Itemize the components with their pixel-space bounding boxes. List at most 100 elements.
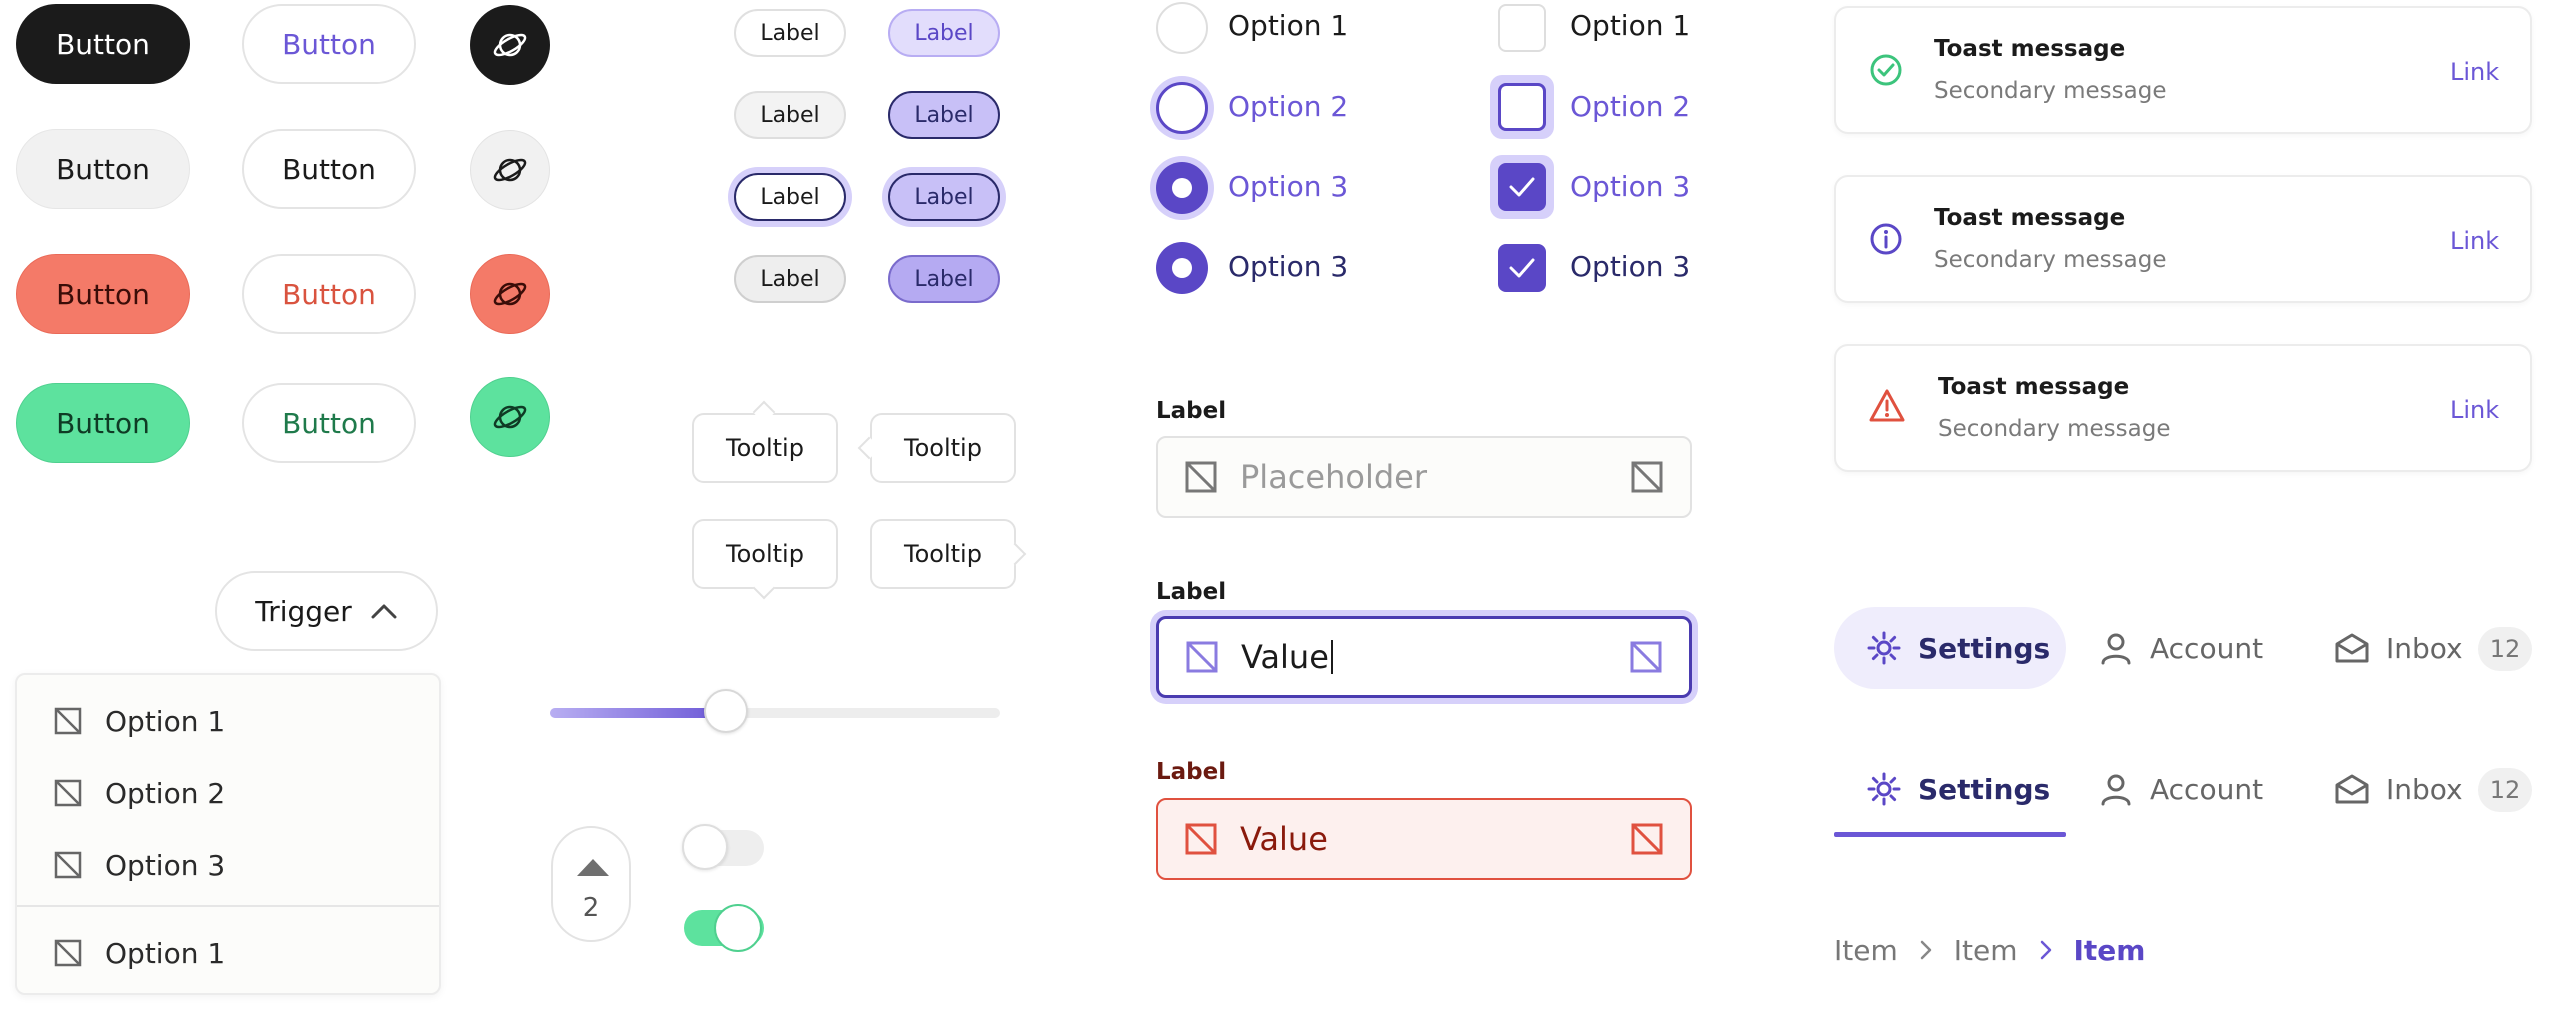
nav-pill-inbox[interactable]: Inbox 12 [2330,607,2536,689]
icon-button-light[interactable] [470,130,550,210]
toggle-knob [682,824,728,870]
breadcrumb-item[interactable]: Item [1953,933,2018,967]
field-value: Value [1241,638,1329,676]
breadcrumb: Item Item Item [1834,930,2145,970]
tab-inbox[interactable]: Inbox 12 [2330,748,2536,838]
chevron-right-icon [2040,940,2051,960]
slider-thumb[interactable] [703,689,748,733]
chip-hover[interactable]: Label [734,91,846,139]
chip-label: Label [760,266,820,292]
field-placeholder: Placeholder [1240,458,1427,496]
primary-dark-button[interactable]: Button [16,4,190,84]
toast-subtitle: Secondary message [1934,247,2167,273]
checkbox-focused[interactable] [1490,75,1554,139]
placeholder-icon [1185,461,1217,493]
chip-pressed[interactable]: Label [734,255,846,303]
info-circle-icon [1870,223,1902,255]
number-stepper[interactable]: 2 [551,826,631,942]
tooltip-text: Tooltip [904,434,982,462]
outline-success-button[interactable]: Button [242,383,416,463]
nav-pill-account[interactable]: Account [2094,607,2294,689]
check-icon [1509,177,1535,197]
placeholder-icon [54,779,82,807]
chip-label: Label [914,266,974,292]
active-tab-indicator [1834,832,2066,837]
slider[interactable] [550,689,1000,733]
tooltip-arrow-bottom: Tooltip [692,519,838,600]
count-badge: 12 [2478,768,2532,812]
outline-accent-button[interactable]: Button [242,4,416,84]
tab-settings[interactable]: Settings [1834,748,2066,838]
toggle-off[interactable] [682,824,764,870]
toast-warning: Toast message Secondary message Link [1834,344,2532,472]
success-button[interactable]: Button [16,383,190,463]
checkbox-label: Option 2 [1570,90,1691,123]
icon-button-success[interactable] [470,377,550,457]
caret-up-icon[interactable] [575,856,611,878]
chip-label: Label [760,184,820,210]
icon-button-danger[interactable] [470,254,550,334]
text-field-default[interactable]: Placeholder [1156,436,1692,518]
warning-triangle-icon [1869,389,1905,422]
icon-button-dark[interactable] [470,5,550,85]
radio-unchecked[interactable] [1156,2,1208,54]
toast-link[interactable]: Link [2450,396,2500,424]
toast-title: Toast message [1934,205,2126,231]
button-label: Button [282,277,376,311]
checkbox-unchecked[interactable] [1498,4,1546,52]
breadcrumb-item-current: Item [2073,933,2146,967]
toast-title: Toast message [1934,36,2126,62]
radio-label: Option 2 [1228,90,1349,123]
radio-focused[interactable] [1150,76,1214,140]
toast-link[interactable]: Link [2450,227,2500,255]
placeholder-icon [1631,461,1663,493]
checkbox-checked[interactable] [1498,244,1546,292]
toast-subtitle: Secondary message [1934,78,2167,104]
menu-divider [17,905,439,907]
nav-pill-settings[interactable]: Settings [1834,607,2066,689]
breadcrumb-item[interactable]: Item [1834,933,1898,967]
nav-label: Settings [1918,632,2051,665]
radio-checked-focused[interactable] [1150,156,1214,220]
checkbox-checked-focused[interactable] [1490,155,1554,219]
button-label: Button [282,27,376,61]
chip-selected-focused[interactable]: Label [888,173,1000,221]
nav-label: Account [2150,632,2264,665]
menu-item-label: Option 1 [105,936,226,970]
outline-danger-button[interactable]: Button [242,254,416,334]
menu-item[interactable]: Option 2 [17,761,439,825]
menu-item-label: Option 1 [105,704,226,738]
secondary-light-button[interactable]: Button [16,129,190,209]
placeholder-icon [1185,823,1217,855]
tooltip-text: Tooltip [726,434,804,462]
radio-checked[interactable] [1156,242,1208,294]
chevron-right-icon [1920,940,1931,960]
text-field-focused[interactable]: Value [1156,616,1692,698]
toggle-on[interactable] [684,904,764,952]
chip-default[interactable]: Label [734,9,846,57]
menu-item[interactable]: Option 3 [17,833,439,897]
danger-button[interactable]: Button [16,254,190,334]
outline-default-button[interactable]: Button [242,129,416,209]
button-label: Button [56,277,150,311]
menu-item[interactable]: Option 1 [17,689,439,753]
dropdown-trigger[interactable]: Trigger [215,571,438,651]
chip-label: Label [914,184,974,210]
placeholder-icon [54,707,82,735]
menu-item-label: Option 2 [105,776,226,810]
chip-selected-hover[interactable]: Label [888,91,1000,139]
toast-link[interactable]: Link [2450,58,2500,86]
field-label: Label [1156,398,1227,424]
placeholder-icon [1186,641,1218,673]
checkbox-label: Option 3 [1570,170,1691,203]
user-icon [2101,774,2131,806]
chevron-up-icon [371,604,397,619]
checkbox-label: Option 1 [1570,9,1691,42]
menu-item[interactable]: Option 1 [17,921,439,985]
text-field-error[interactable]: Value [1156,798,1692,880]
tab-account[interactable]: Account [2094,748,2294,838]
chip-selected-pressed[interactable]: Label [888,255,1000,303]
chip-selected[interactable]: Label [888,9,1000,57]
chip-focused[interactable]: Label [734,173,846,221]
button-label: Button [282,152,376,186]
